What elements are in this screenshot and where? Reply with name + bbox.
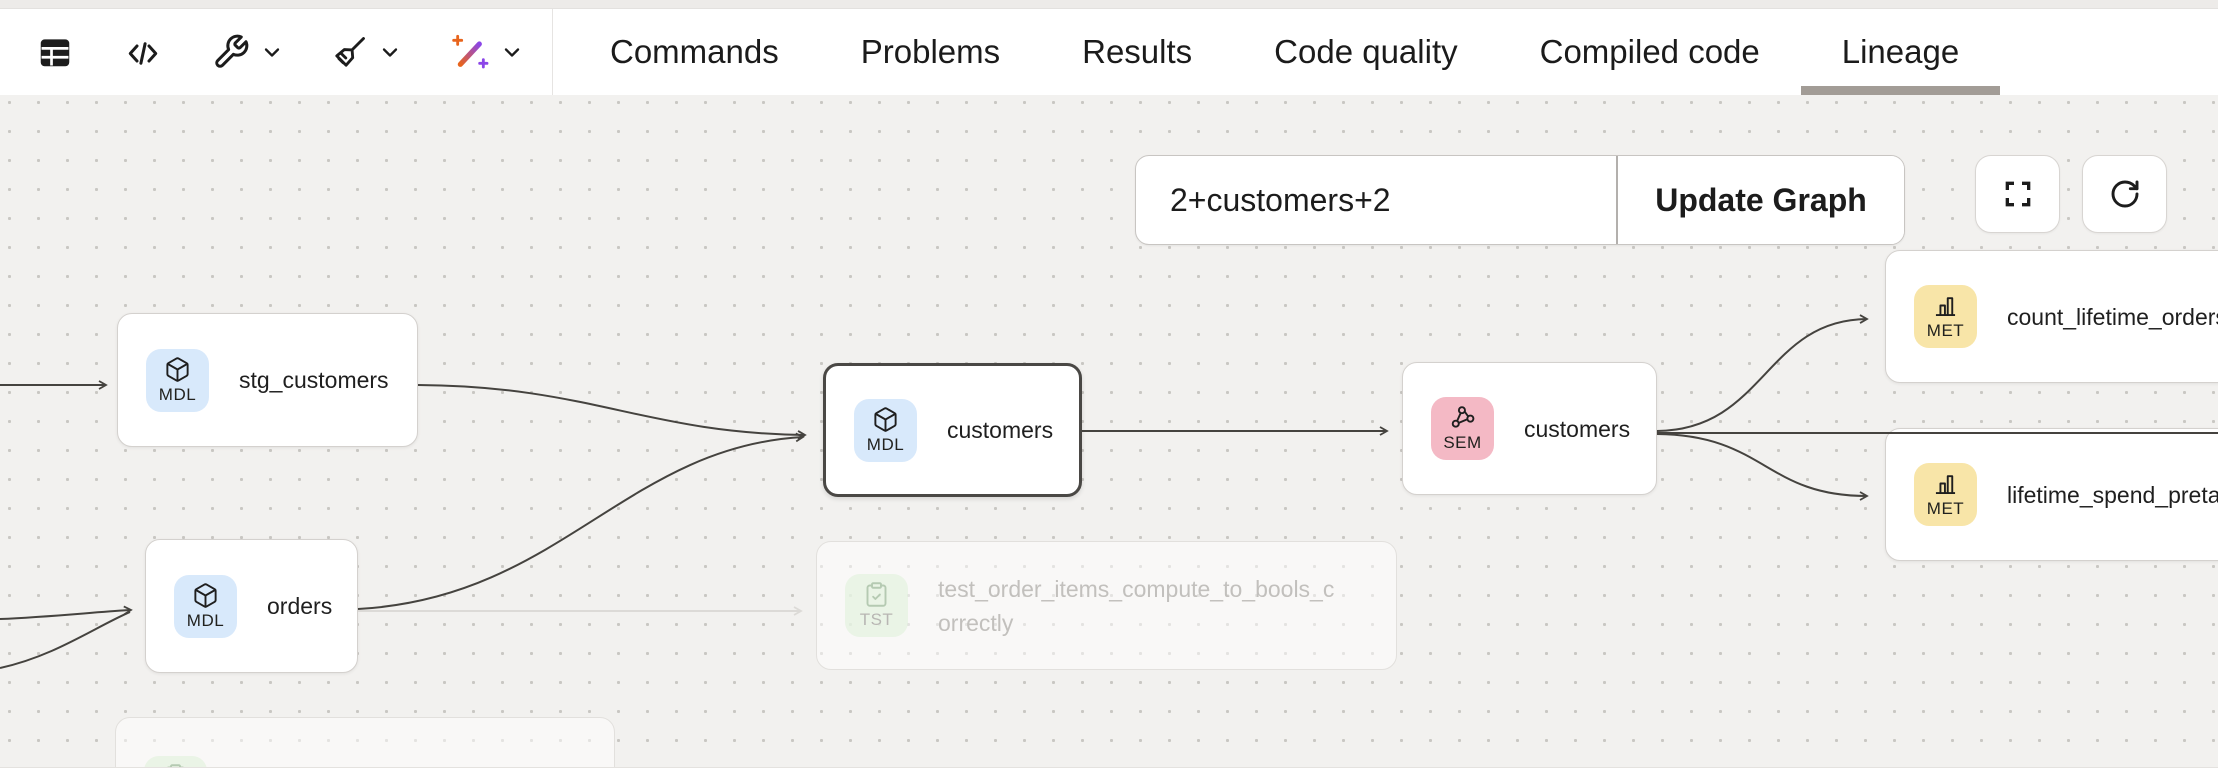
badge-label: MET bbox=[1926, 499, 1965, 518]
cube-icon bbox=[166, 356, 189, 382]
fullscreen-button[interactable] bbox=[1975, 155, 2060, 233]
tab-compiled-code[interactable]: Compiled code bbox=[1499, 9, 1801, 95]
node-label: count_lifetime_orders bbox=[2007, 303, 2218, 330]
tab-problems[interactable]: Problems bbox=[820, 9, 1041, 95]
badge-label: MDL bbox=[866, 434, 905, 454]
refresh-icon bbox=[2111, 180, 2138, 208]
lineage-node-count-lifetime-orders[interactable]: MET count_lifetime_orders bbox=[1885, 250, 2218, 383]
lineage-node-partial-test[interactable]: TST bbox=[115, 717, 615, 768]
wrench-icon bbox=[215, 34, 249, 68]
window-top-strip bbox=[0, 0, 2218, 9]
table-icon bbox=[40, 39, 70, 67]
tab-commands[interactable]: Commands bbox=[569, 9, 820, 95]
model-badge: MDL bbox=[854, 398, 917, 462]
badge-label: MDL bbox=[158, 384, 197, 404]
controls-divider bbox=[1616, 156, 1618, 244]
chevron-down-icon[interactable] bbox=[500, 40, 524, 64]
cube-icon bbox=[194, 582, 217, 608]
test-badge: TST bbox=[845, 574, 908, 637]
bottom-strip bbox=[0, 767, 2218, 780]
metric-badge: MET bbox=[1914, 463, 1977, 526]
refresh-button[interactable] bbox=[2082, 155, 2167, 233]
ai-assist-button[interactable] bbox=[450, 32, 524, 72]
node-label: orders bbox=[267, 593, 333, 619]
chevron-down-icon[interactable] bbox=[378, 40, 402, 64]
magic-wand-icon bbox=[452, 34, 489, 69]
code-icon bbox=[128, 42, 158, 65]
broom-icon bbox=[335, 37, 365, 67]
node-label: customers bbox=[1524, 415, 1631, 442]
clipboard-check-icon bbox=[866, 582, 887, 607]
tab-code-quality[interactable]: Code quality bbox=[1233, 9, 1498, 95]
build-button[interactable] bbox=[212, 33, 284, 71]
node-label: stg_customers bbox=[239, 367, 389, 393]
format-button[interactable] bbox=[332, 34, 402, 70]
tab-results[interactable]: Results bbox=[1041, 9, 1233, 95]
node-label: customers bbox=[947, 417, 1054, 443]
node-label: test_order_items_compute_to_bools_correc… bbox=[938, 575, 1335, 636]
lineage-node-test-order-items[interactable]: TST test_order_items_compute_to_bools_co… bbox=[816, 541, 1397, 670]
semantic-network-icon bbox=[1451, 406, 1475, 428]
lineage-node-customers-model[interactable]: MDL customers bbox=[823, 363, 1082, 497]
badge-label: TST bbox=[859, 610, 894, 629]
bar-chart-icon bbox=[1935, 475, 1956, 495]
editor-tab-bar: Commands Problems Results Code quality C… bbox=[0, 9, 2218, 96]
table-view-button[interactable] bbox=[36, 33, 74, 71]
model-badge: MDL bbox=[174, 574, 237, 638]
badge-label: MDL bbox=[186, 610, 225, 630]
tab-lineage[interactable]: Lineage bbox=[1800, 9, 2001, 95]
editor-toolbar bbox=[0, 9, 524, 95]
model-badge: MDL bbox=[146, 348, 209, 412]
lineage-node-orders[interactable]: MDL orders bbox=[145, 539, 358, 673]
bar-chart-icon bbox=[1935, 297, 1956, 317]
badge-label: MET bbox=[1926, 321, 1965, 340]
chevron-down-icon[interactable] bbox=[260, 40, 284, 64]
metric-badge: MET bbox=[1914, 285, 1977, 348]
update-graph-button[interactable]: Update Graph bbox=[1618, 156, 1904, 244]
panel-tabs: Commands Problems Results Code quality C… bbox=[569, 9, 2001, 95]
lineage-node-customers-semantic[interactable]: SEM customers bbox=[1402, 362, 1657, 495]
badge-label: SEM bbox=[1443, 433, 1482, 452]
cube-icon bbox=[874, 406, 897, 432]
lineage-node-stg-customers[interactable]: MDL stg_customers bbox=[117, 313, 418, 447]
fullscreen-icon bbox=[2005, 181, 2030, 207]
toolbar-divider bbox=[552, 9, 553, 95]
lineage-node-lifetime-spend-pretax[interactable]: MET lifetime_spend_pretax bbox=[1885, 428, 2218, 561]
graph-selector-bar: Update Graph bbox=[1135, 155, 1905, 245]
semantic-model-badge: SEM bbox=[1431, 397, 1494, 460]
node-label: lifetime_spend_pretax bbox=[2007, 481, 2218, 508]
code-view-button[interactable] bbox=[122, 34, 164, 70]
lineage-canvas[interactable]: MDL stg_customers MDL orders MDL custome… bbox=[0, 95, 2218, 768]
lineage-selector-input[interactable] bbox=[1136, 156, 1616, 244]
